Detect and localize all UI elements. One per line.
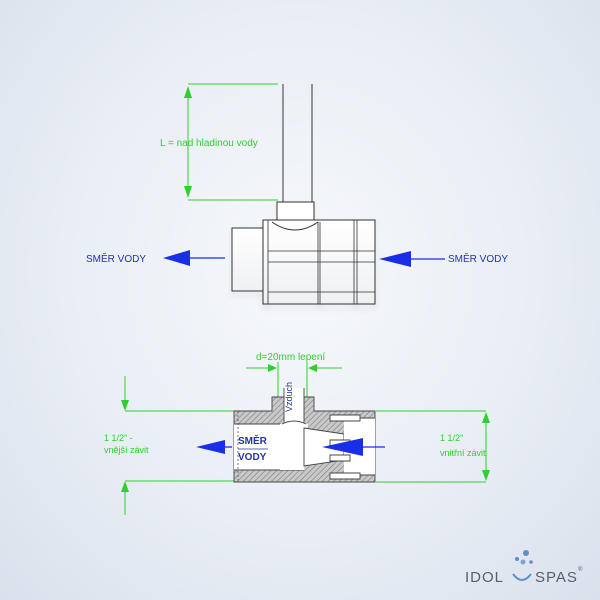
bubble-icon [529, 560, 533, 564]
diameter-dimension [246, 362, 342, 402]
flow-arrow-right-section [322, 438, 385, 456]
height-dimension-label: L = nad hladinou vody [160, 138, 258, 149]
bubble-icon [523, 550, 529, 556]
right-thread-label-line2: vnitřní závit [440, 448, 486, 458]
right-thread-label-line1: 1 1/2" [440, 433, 463, 443]
left-thread-label-line1: 1 1/2" - [104, 433, 133, 443]
right-thread-dimension [376, 410, 490, 483]
left-thread-label-line2: vnější závit [104, 445, 149, 455]
diameter-label: d=20mm lepení [256, 352, 325, 363]
logo-left-text: IDOL [465, 569, 504, 586]
logo-wave-icon [512, 573, 532, 581]
height-dimension [184, 83, 278, 201]
brand-logo: IDOL SPAS ® [465, 550, 583, 586]
flow-arrow-left-top [163, 250, 225, 266]
flow-label-left-top: SMĚR VODY [86, 252, 146, 265]
air-label: Vzduch [284, 382, 294, 412]
flow-arrow-right-top [379, 251, 445, 267]
bubble-icon [520, 559, 526, 565]
logo-registered-mark: ® [578, 566, 583, 573]
injector-body-top [231, 201, 376, 305]
flow-label-right-top: SMĚR VODY [448, 252, 508, 265]
injector-cross-section [233, 388, 376, 483]
section-flow-label-line2: VODY [238, 452, 267, 463]
top-view: L = nad hladinou vody SMĚR VODY SMĚR [86, 83, 508, 305]
flow-arrow-left-section [196, 440, 232, 454]
logo-right-text: SPAS [535, 569, 578, 586]
section-flow-label-line1: SMĚR [238, 434, 268, 447]
section-view: d=20mm lepení 1 1/2" - vnější závit 1 1/… [104, 352, 490, 515]
left-thread-dimension [121, 376, 234, 515]
bubble-icon [515, 557, 519, 561]
